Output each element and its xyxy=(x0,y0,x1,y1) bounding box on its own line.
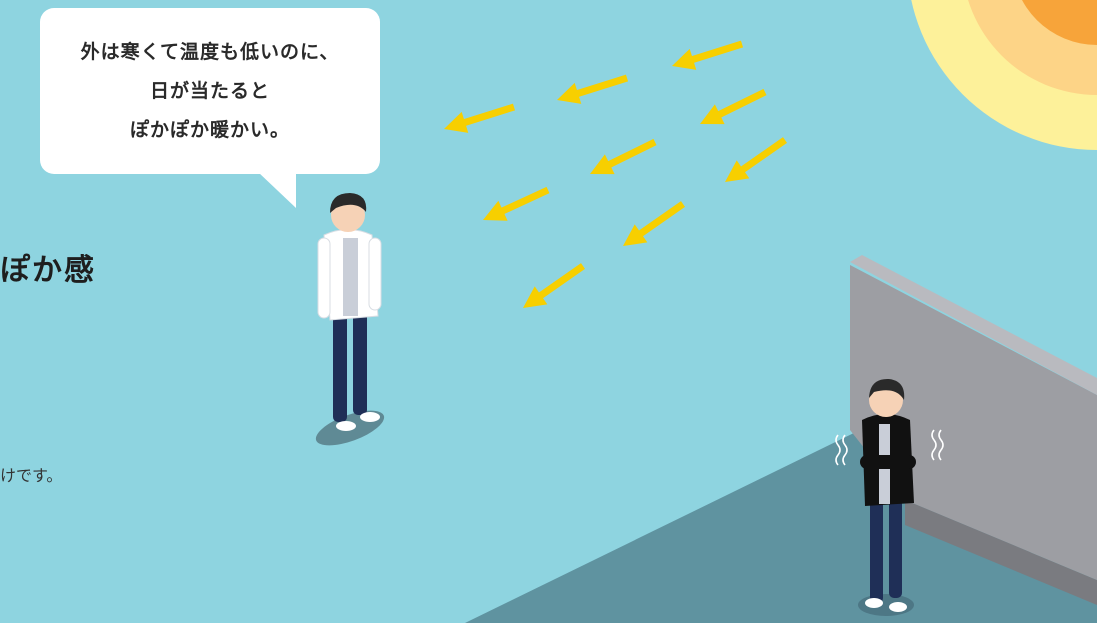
sunbeam-arrow-icon xyxy=(590,138,657,175)
speech-bubble-tail xyxy=(258,172,296,208)
sunbeam-arrow-icon xyxy=(522,263,586,308)
body-text-fragment: けです。 xyxy=(0,466,63,485)
sunbeam-arrow-icon xyxy=(724,137,788,182)
shivering-person xyxy=(858,378,916,616)
section-heading: ぽか感 xyxy=(0,253,96,288)
person-in-sunlight xyxy=(315,193,385,446)
sun-icon xyxy=(911,0,1097,150)
shadow-area xyxy=(465,430,1097,623)
bubble-line-3: ぽかぽか暖かい。 xyxy=(129,118,290,141)
sunbeam-arrow-icon xyxy=(443,103,516,133)
sunbeam-arrow-icon xyxy=(622,201,686,246)
sunbeam-arrows xyxy=(443,40,788,308)
bubble-line-1: 外は寒くて温度も低いのに、 xyxy=(80,40,340,63)
sunbeam-arrow-icon xyxy=(556,74,629,104)
bubble-line-2: 日が当たると xyxy=(149,79,270,102)
speech-bubble: 外は寒くて温度も低いのに、 日が当たると ぽかぽか暖かい。 xyxy=(40,8,380,174)
sunbeam-arrow-icon xyxy=(671,40,744,70)
shiver-icon xyxy=(835,429,944,466)
sunbeam-arrow-icon xyxy=(700,88,767,125)
sunbeam-arrow-icon xyxy=(483,186,550,221)
